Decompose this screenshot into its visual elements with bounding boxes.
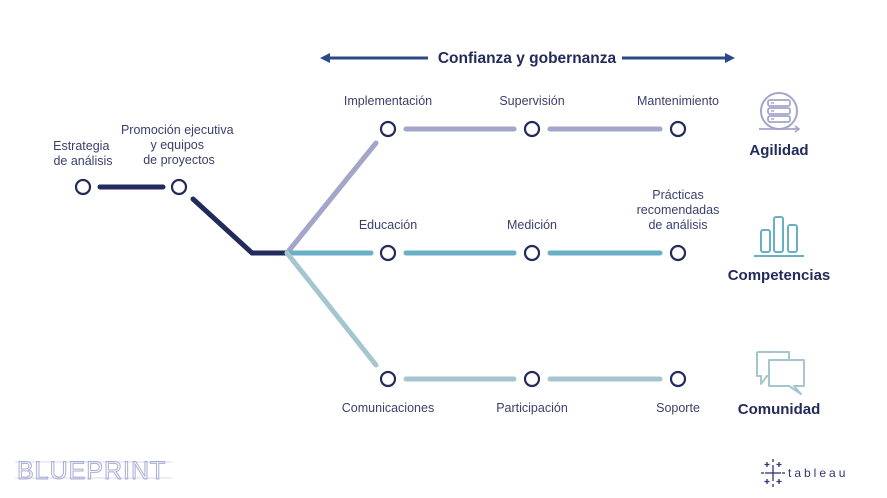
header-title: Confianza y gobernanza (438, 50, 617, 67)
tableau-wordmark: tableau (788, 466, 848, 480)
category-comunidad: Comunidad (738, 401, 821, 418)
node-label-competencias-1: Medición (507, 218, 557, 232)
category-competencias: Competencias (728, 267, 831, 284)
node-competencias-0[interactable] (379, 244, 397, 262)
node-promocion[interactable] (170, 178, 188, 196)
node-comunidad-1[interactable] (523, 370, 541, 388)
node-comunidad-0[interactable] (379, 370, 397, 388)
node-estrategia[interactable] (74, 178, 92, 196)
start-label-estrategia: Estrategia de análisis (53, 139, 113, 168)
node-competencias-1[interactable] (523, 244, 541, 262)
category-agilidad: Agilidad (749, 142, 808, 159)
nodes: Implementación Supervisión MantenimientoEd… (342, 94, 720, 415)
blueprint-logo: BLUEPRINT (15, 457, 172, 486)
node-agilidad-0[interactable] (379, 120, 397, 138)
start-to-branch-connector (190, 196, 290, 256)
tableau-logo: tableau (761, 459, 848, 487)
node-label-comunidad-1: Participación (496, 401, 568, 415)
tableau-cross-icon (761, 459, 785, 487)
node-label-competencias-0: Educación (359, 218, 417, 232)
server-cycle-icon (759, 92, 801, 133)
arrow-right-head (725, 53, 735, 63)
node-label-agilidad-1: Supervisión (499, 94, 564, 108)
branch-agilidad (284, 140, 379, 256)
node-label-agilidad-0: Implementación (344, 94, 432, 108)
node-competencias-2[interactable] (669, 244, 687, 262)
node-comunidad-2[interactable] (669, 370, 687, 388)
start-label-promocion: Promoción ejecutiva y equipos de proyect… (121, 123, 237, 167)
branches (284, 126, 663, 382)
node-label-comunidad-0: Comunicaciones (342, 401, 434, 415)
chat-bubbles-icon (756, 351, 805, 395)
node-label-comunidad-2: Soporte (656, 401, 700, 415)
arrow-left-head (320, 53, 330, 63)
node-agilidad-1[interactable] (523, 120, 541, 138)
blueprint-text: BLUEPRINT (17, 457, 166, 485)
start-path (97, 184, 290, 256)
node-agilidad-2[interactable] (669, 120, 687, 138)
node-label-agilidad-2: Mantenimiento (637, 94, 719, 108)
bar-chart-icon (754, 216, 804, 257)
header-arrow: Confianza y gobernanza (320, 50, 735, 67)
branch-comunidad (284, 250, 379, 368)
